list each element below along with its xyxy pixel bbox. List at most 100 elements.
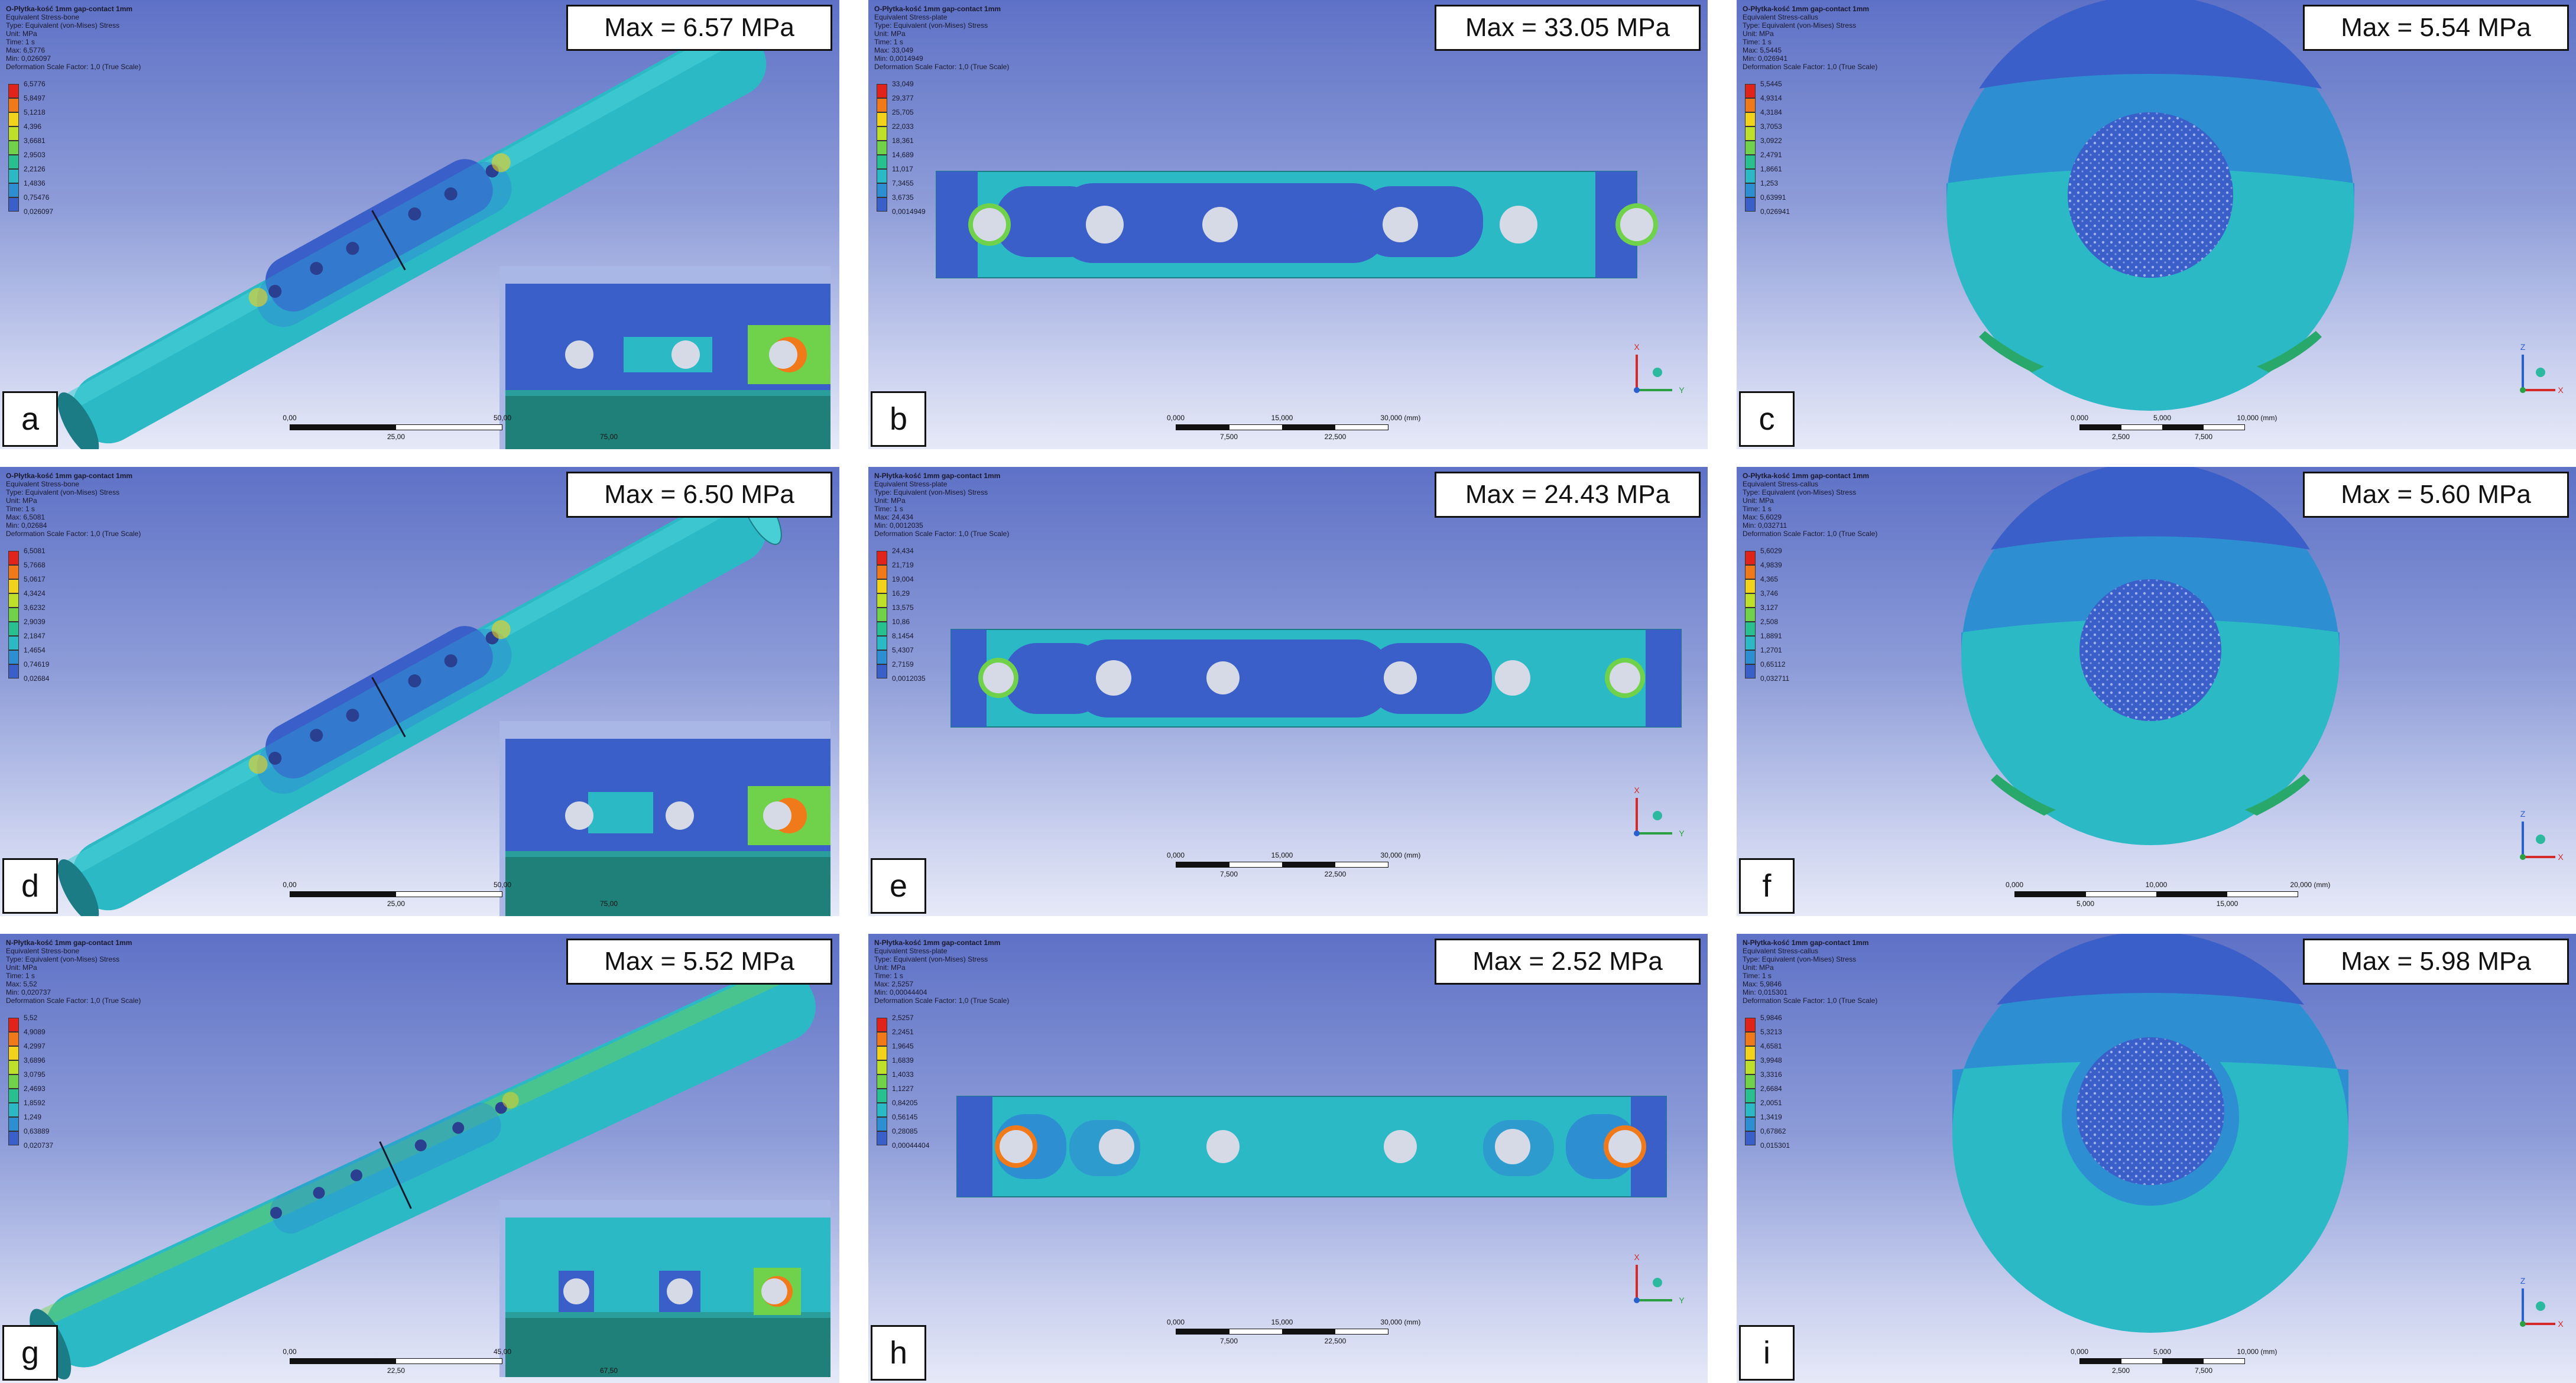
legend-value: 5,52 (24, 1014, 38, 1022)
legend-value: 3,9948 (1760, 1056, 1782, 1064)
legend-swatch (877, 1103, 887, 1117)
legend-swatch (1745, 593, 1756, 608)
legend-value: 21,719 (892, 561, 914, 569)
max-stress-label: Max = 33.05 MPa (1435, 5, 1701, 51)
legend-value: 0,026097 (24, 207, 54, 216)
scale-bar-label: 2,500 (2111, 433, 2130, 441)
legend-swatch (877, 1046, 887, 1060)
legend-swatch (8, 636, 19, 650)
axis-label: X (2558, 1319, 2564, 1329)
legend-swatch (877, 579, 887, 593)
legend-swatch (877, 608, 887, 622)
plate-model (956, 1096, 1667, 1197)
max-stress-label: Max = 2.52 MPa (1435, 939, 1701, 985)
legend-value: 4,9314 (1760, 94, 1782, 102)
scale-bar-track (290, 1358, 502, 1364)
panel-label: g (2, 1325, 58, 1381)
header-line: Equivalent Stress-plate (874, 13, 948, 21)
legend-value: 4,2997 (24, 1042, 46, 1050)
legend-swatch (1745, 636, 1756, 650)
scale-bar-label: 0,000 (1166, 851, 1185, 859)
scale-bar-track (290, 424, 502, 430)
header-line: Min: 0,020737 (6, 988, 51, 996)
header-line: Deformation Scale Factor: 1,0 (True Scal… (874, 63, 1010, 71)
result-header: N-Płytka-kość 1mm gap-contact 1mm Equiva… (874, 472, 1069, 538)
header-line: Deformation Scale Factor: 1,0 (True Scal… (6, 996, 141, 1005)
scale-bar-label: 0,000 (2005, 881, 2024, 889)
legend-swatch (877, 183, 887, 197)
legend-swatch (1745, 608, 1756, 622)
legend-value: 2,508 (1760, 618, 1779, 626)
legend-swatch (1745, 98, 1756, 112)
header-line: Unit: MPa (1743, 30, 1774, 38)
legend-value: 3,3316 (1760, 1070, 1782, 1079)
header-line: Unit: MPa (6, 963, 37, 972)
result-header: O-Płytka-kość 1mm gap-contact 1mm Equiva… (1743, 5, 1938, 71)
panel-label: c (1739, 391, 1795, 447)
axis-label: Y (1679, 385, 1685, 395)
max-stress-label: Max = 5.54 MPa (2303, 5, 2569, 51)
legend-swatch (1745, 1046, 1756, 1060)
scale-bar-label: 7,500 (1219, 1337, 1238, 1345)
scale-bar-label: 75,00 (599, 900, 618, 908)
legend-swatch (8, 1089, 19, 1103)
legend-value: 0,026941 (1760, 207, 1790, 216)
legend-swatch (877, 650, 887, 664)
legend-value: 1,8891 (1760, 632, 1782, 640)
legend-value: 3,6735 (892, 193, 914, 202)
header-line: Time: 1 s (1743, 505, 1772, 513)
scale-bar-label: 50,00 (493, 881, 512, 889)
legend-value: 5,3213 (1760, 1028, 1782, 1036)
legend-value: 4,9089 (24, 1028, 46, 1036)
panel-g: N-Płytka-kość 1mm gap-contact 1mm Equiva… (0, 934, 839, 1383)
legend-swatch (877, 84, 887, 98)
legend-value: 1,3419 (1760, 1113, 1782, 1121)
header-line: Min: 0,026941 (1743, 54, 1788, 63)
legend-swatch (1745, 1018, 1756, 1032)
legend-value: 24,434 (892, 547, 914, 555)
header-line: Type: Equivalent (von-Mises) Stress (6, 488, 120, 496)
legend-value: 1,249 (24, 1113, 42, 1121)
bone-rod-model (57, 480, 782, 916)
legend-swatch (877, 197, 887, 212)
panel-i: N-Płytka-kość 1mm gap-contact 1mm Equiva… (1737, 934, 2576, 1383)
header-line: Max: 24,434 (874, 513, 914, 521)
scale-bar-label: 75,00 (599, 433, 618, 441)
scale-bar-label: 0,000 (1166, 1318, 1185, 1326)
legend-value: 0,84205 (892, 1099, 918, 1107)
legend-value: 2,4693 (24, 1085, 46, 1093)
legend-value: 0,032711 (1760, 674, 1790, 683)
panel-c: O-Płytka-kość 1mm gap-contact 1mm Equiva… (1737, 0, 2576, 449)
legend-swatch (877, 169, 887, 183)
legend-swatch (1745, 551, 1756, 565)
legend-value: 22,033 (892, 122, 914, 131)
legend-value: 3,6681 (24, 137, 46, 145)
legend-value: 1,4033 (892, 1070, 914, 1079)
legend-swatch (1745, 1032, 1756, 1046)
header-line: O-Płytka-kość 1mm gap-contact 1mm (1743, 472, 1870, 480)
legend-value: 10,86 (892, 618, 910, 626)
scale-bar-track (1176, 862, 1388, 868)
legend-swatch (1745, 155, 1756, 169)
legend-value: 4,9839 (1760, 561, 1782, 569)
legend-swatch (8, 565, 19, 579)
legend-value: 0,00044404 (892, 1141, 930, 1150)
legend-value: 3,127 (1760, 603, 1779, 612)
scale-bar-label: 5,000 (2153, 414, 2172, 422)
legend-swatch (8, 126, 19, 141)
scale-bar-label: 50,00 (493, 414, 512, 422)
header-line: Min: 0,00044404 (874, 988, 927, 996)
legend-swatch (8, 112, 19, 126)
legend-swatch (877, 622, 887, 636)
scale-bar-label: 5,000 (2153, 1348, 2172, 1356)
scale-bar-label: 0,000 (2070, 414, 2089, 422)
header-line: N-Płytka-kość 1mm gap-contact 1mm (874, 472, 1001, 480)
panel-e: N-Płytka-kość 1mm gap-contact 1mm Equiva… (868, 467, 1708, 916)
callus-section-model (1961, 467, 2340, 845)
scale-bar-label: 30,000 (mm) (1380, 414, 1421, 422)
legend-value: 0,67862 (1760, 1127, 1786, 1135)
legend-swatch (877, 98, 887, 112)
panel-label: f (1739, 858, 1795, 914)
legend-value: 4,365 (1760, 575, 1779, 583)
panel-a: O-Płytka-kość 1mm gap-contact 1mm Equiva… (0, 0, 839, 449)
